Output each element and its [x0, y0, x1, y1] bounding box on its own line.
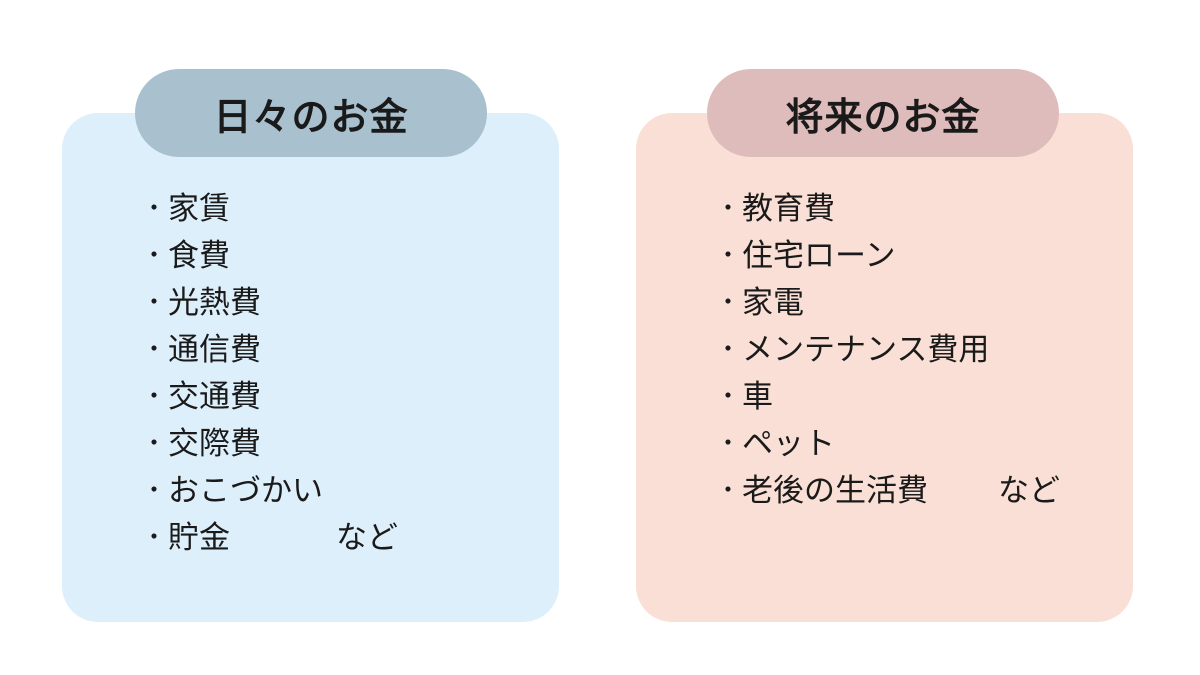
bullet-dot: ・: [142, 476, 166, 504]
list-item-label: 住宅ローン: [742, 238, 896, 274]
bullet-dot: ・: [142, 429, 166, 457]
bullet-dot: ・: [716, 335, 740, 363]
list-item-label: 家電: [742, 285, 804, 321]
future-money-title: 将来のお金: [707, 69, 1059, 157]
daily-money-panel: [62, 113, 559, 622]
bullet-dot: ・: [142, 241, 166, 269]
list-item-label: 車: [742, 379, 773, 415]
list-item-label: 家賃: [168, 191, 230, 227]
list-item-label: 交際費: [168, 426, 261, 462]
bullet-dot: ・: [716, 429, 740, 457]
bullet-dot: ・: [142, 335, 166, 363]
daily-money-list: ・家賃・食費・光熱費・通信費・交通費・交際費・おこづかい・貯金など: [140, 182, 398, 558]
list-item-label: 老後の生活費: [742, 473, 928, 509]
list-item-label: 交通費: [168, 379, 261, 415]
bullet-dot: ・: [716, 476, 740, 504]
list-item: ・メンテナンス費用: [714, 323, 1060, 370]
bullet-dot: ・: [716, 241, 740, 269]
list-item-label: ペット: [742, 426, 835, 462]
bullet-dot: ・: [716, 382, 740, 410]
list-item-label: 教育費: [742, 191, 835, 227]
list-item: ・家電: [714, 276, 1060, 323]
list-item: ・交際費: [140, 417, 398, 464]
bullet-dot: ・: [716, 194, 740, 222]
future-money-panel: [636, 113, 1133, 622]
list-item: ・家賃: [140, 182, 398, 229]
list-item-label: おこづかい: [168, 473, 323, 509]
list-item-label: 光熱費: [168, 285, 261, 321]
list-item-label: メンテナンス費用: [742, 332, 990, 368]
future-money-list: ・教育費・住宅ローン・家電・メンテナンス費用・車・ペット・老後の生活費など: [714, 182, 1060, 511]
bullet-dot: ・: [142, 194, 166, 222]
list-item-label: 貯金: [168, 520, 230, 556]
list-item: ・住宅ローン: [714, 229, 1060, 276]
list-item: ・交通費: [140, 370, 398, 417]
etc-label: など: [998, 473, 1060, 509]
etc-label: など: [336, 520, 398, 556]
list-item: ・おこづかい: [140, 464, 398, 511]
list-item: ・食費: [140, 229, 398, 276]
bullet-dot: ・: [142, 523, 166, 551]
list-item-label: 食費: [168, 238, 230, 274]
list-item: ・通信費: [140, 323, 398, 370]
bullet-dot: ・: [142, 382, 166, 410]
list-item-label: 通信費: [168, 332, 261, 368]
daily-money-title: 日々のお金: [135, 69, 487, 157]
list-item: ・光熱費: [140, 276, 398, 323]
list-item: ・教育費: [714, 182, 1060, 229]
list-item: ・ペット: [714, 417, 1060, 464]
list-item: ・貯金 など: [140, 511, 398, 558]
bullet-dot: ・: [716, 288, 740, 316]
list-item: ・老後の生活費 など: [714, 464, 1060, 511]
bullet-dot: ・: [142, 288, 166, 316]
list-item: ・車: [714, 370, 1060, 417]
